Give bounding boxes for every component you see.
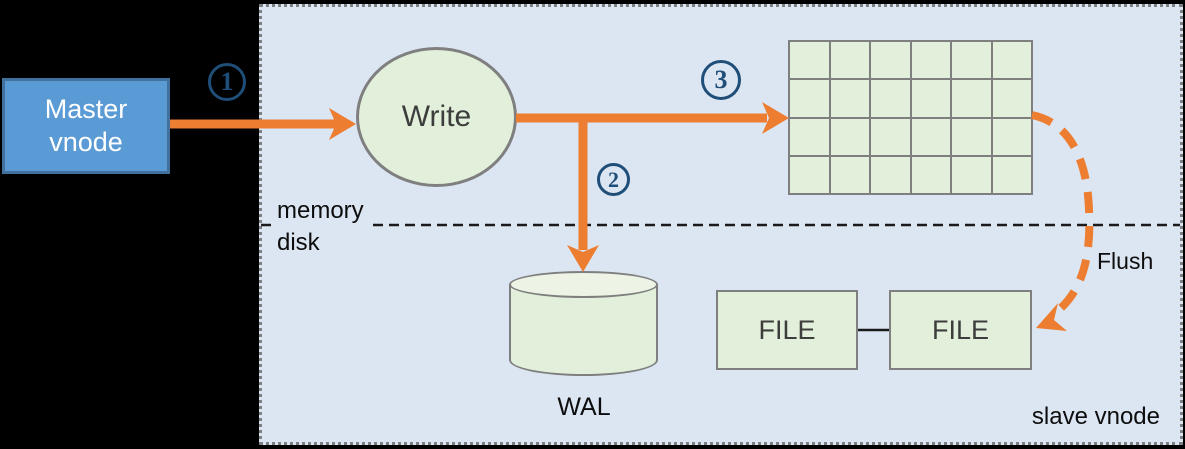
memtable-cell	[790, 156, 829, 193]
memtable-cell	[992, 80, 1031, 117]
memtable-cell	[911, 156, 950, 193]
memtable-cell	[952, 80, 991, 117]
memtable-cell	[830, 118, 869, 155]
memtable-cell	[790, 42, 829, 79]
write-node-label: Write	[401, 100, 472, 133]
memtable-cell	[830, 156, 869, 193]
flush-label: Flush	[1097, 248, 1154, 274]
step-1-badge: 1	[208, 63, 246, 101]
file-box-label: FILE	[931, 314, 990, 345]
step-3-badge: 3	[701, 60, 741, 100]
slave-vnode-label: slave vnode	[1031, 403, 1160, 430]
memtable-cell	[830, 80, 869, 117]
disk-label: disk	[277, 229, 320, 256]
memtable-cell	[871, 118, 910, 155]
memtable-cell	[911, 42, 950, 79]
master-vnode-label-line1: Master	[44, 94, 128, 124]
write-node: Write	[356, 47, 517, 187]
master-vnode-label-line2: vnode	[49, 127, 123, 157]
step-2-badge: 2	[597, 163, 630, 196]
file-box: FILE	[889, 290, 1032, 370]
memtable-cell	[992, 118, 1031, 155]
wal-cylinder-top	[509, 271, 658, 298]
memtable-cell	[952, 156, 991, 193]
master-vnode-box: Master vnode	[2, 78, 170, 174]
memtable-cell	[871, 80, 910, 117]
memtable-cell	[790, 118, 829, 155]
memory-label: memory	[277, 197, 368, 230]
file-box: FILE	[716, 290, 858, 370]
memtable-cell	[911, 118, 950, 155]
step-2-number: 2	[608, 166, 619, 192]
memtable-cell	[871, 42, 910, 79]
memtable-cell	[952, 42, 991, 79]
memtable-cell	[952, 118, 991, 155]
memtable-grid	[788, 40, 1033, 195]
file-box-label: FILE	[758, 314, 816, 345]
step-3-number: 3	[714, 65, 728, 94]
memtable-cell	[830, 42, 869, 79]
memtable-cell	[992, 42, 1031, 79]
memtable-cell	[790, 80, 829, 117]
step-1-number: 1	[220, 67, 234, 96]
memtable-cell	[911, 80, 950, 117]
memtable-cell	[992, 156, 1031, 193]
memtable-cell	[871, 156, 910, 193]
wal-label: WAL	[557, 393, 611, 421]
wal-cylinder	[509, 284, 658, 376]
